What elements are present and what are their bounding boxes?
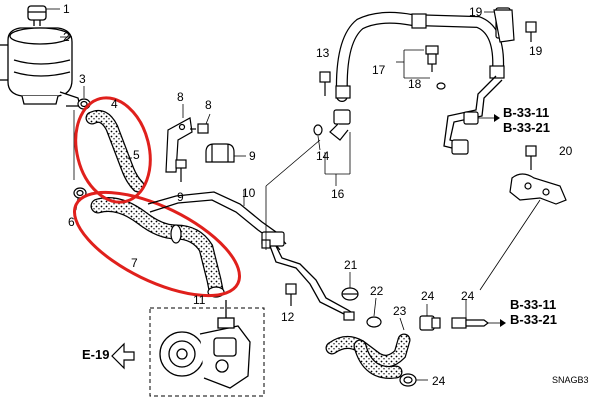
fitting-19-right [419,315,441,331]
pipe-fitting [261,231,285,249]
reservoir-tank [0,27,81,107]
clamp-8-lower [341,287,359,301]
feed-pipe-lower [269,245,355,319]
clamp-16 [205,143,235,163]
callout-8-top: 9 [177,190,184,204]
callout-22: 6 [68,215,75,229]
pipe-nut [343,311,355,321]
callout-12: 7 [131,256,138,270]
callout-19-lower: 22 [370,284,384,298]
pipe-bracket-right [509,173,567,205]
clamp-19-lower [366,316,382,328]
bolt-25-top [319,71,331,96]
callout-13: 4 [111,97,118,111]
callout-24-mid: 8 [205,98,212,112]
clamp-9 [399,373,417,387]
callout-21: 14 [316,149,330,163]
callout-16: 9 [249,149,256,163]
diagram-code: SNAGB3 [552,375,589,385]
callout-10: 3 [79,72,86,86]
pressure-switch-18 [425,45,439,72]
callout-5: 16 [331,187,345,201]
callout-8-lower: 21 [344,258,358,272]
callout-3: 2 [63,30,70,44]
highlight-oval-hose-12 [72,190,242,298]
bracket-11 [493,9,515,43]
callout-19-right: 24 [421,289,435,303]
bolt-8-top [175,159,187,182]
callout-11: 19 [469,5,483,19]
callout-20: 18 [408,77,422,91]
e19-arrow [111,342,135,370]
ref-b33-11-top: B-33-11 [503,105,550,120]
callout-9: 24 [432,374,446,388]
pipe-6-fitting [451,317,489,329]
callout-6: 24 [461,289,475,303]
bolt-25-right [525,21,537,42]
ref-b33-21-top: B-33-21 [503,120,550,135]
callout-25-top: 13 [316,46,330,60]
callout-1: 11 [193,293,206,307]
bolt-24-right [525,145,537,170]
callout-17: 8 [177,90,184,104]
bracket-17 [165,117,193,173]
bolt-24-mid [190,123,209,134]
o-ring-20 [436,82,446,90]
ref-b33-11-bottom: B-33-11 [510,297,557,312]
callout-7: 10 [242,186,256,200]
highlight-oval-hose-13 [74,96,152,204]
callout-24-right: 20 [559,144,573,158]
callout-25-right: 19 [529,44,543,58]
bolt-24-lower [285,283,297,306]
ref-e19: E-19 [82,347,110,362]
callout-19-hose: 5 [133,148,140,162]
callout-14: 23 [393,304,407,318]
callout-2: 1 [63,2,70,16]
callout-18: 17 [372,63,386,77]
reservoir-cap [27,5,47,26]
callout-24-lower: 12 [281,310,295,324]
washer-21 [313,124,323,136]
power-steering-pump [159,300,251,389]
pump-detail-box [149,307,265,397]
pipe-to-b33-fittings [451,111,479,155]
ref-b33-21-bottom: B-33-21 [510,312,557,327]
